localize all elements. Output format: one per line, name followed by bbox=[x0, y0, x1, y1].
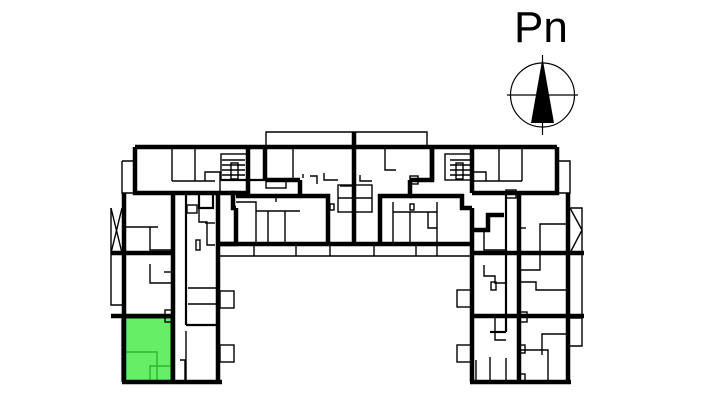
north-label: Pn bbox=[514, 3, 568, 52]
north-arrow-icon bbox=[507, 55, 578, 135]
highlighted-unit[interactable] bbox=[121, 317, 172, 382]
walls bbox=[110, 131, 584, 385]
